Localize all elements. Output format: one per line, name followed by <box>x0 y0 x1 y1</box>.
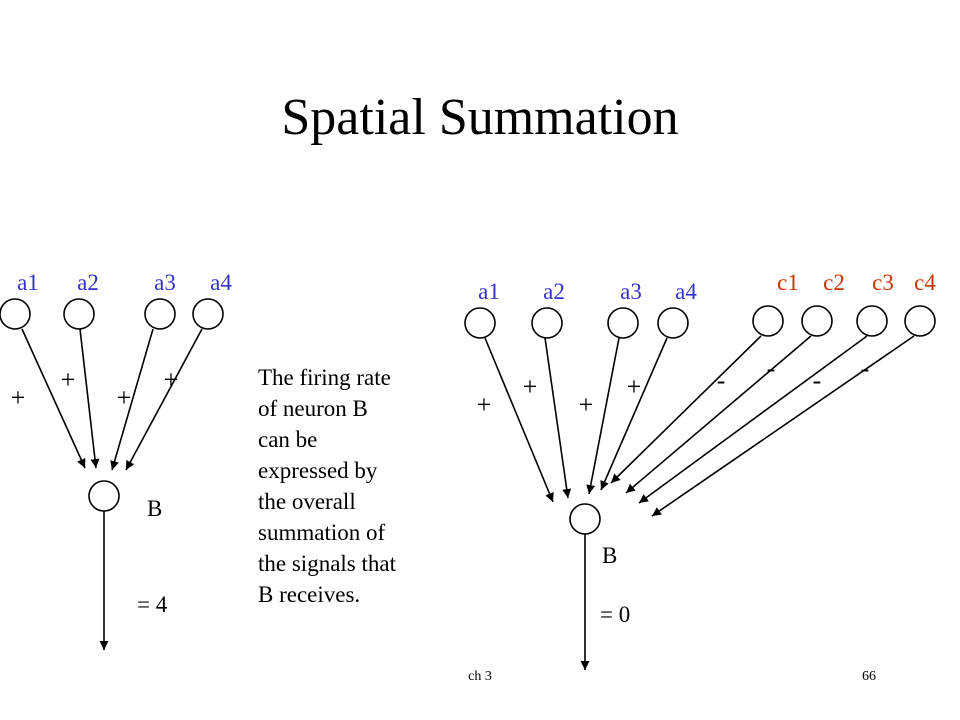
neuron-c2 <box>801 305 833 337</box>
neuron-label-c3: c3 <box>872 270 894 295</box>
neuron-label-a3: a3 <box>154 270 176 295</box>
neuron-label-c2: c2 <box>823 270 845 295</box>
neuron-a2 <box>63 298 95 330</box>
neuron-label-a2: a2 <box>77 270 99 295</box>
neuron-label-b: B <box>147 496 162 521</box>
description-line: expressed by <box>258 458 378 483</box>
sign-minus: - <box>717 366 726 395</box>
neuron-a1 <box>0 298 31 330</box>
synapse-arrow <box>21 328 86 469</box>
neuron-b <box>88 480 120 512</box>
neuron-label-a3: a3 <box>620 279 642 304</box>
sign-plus: + <box>477 390 492 419</box>
synapse-arrow <box>651 335 915 517</box>
sign-plus: + <box>117 383 132 412</box>
footer-page-number: 66 <box>862 669 876 684</box>
footer-chapter: ch 3 <box>468 669 492 684</box>
synapse-arrow <box>79 328 100 469</box>
description-line: B receives. <box>258 582 361 607</box>
neuron-label-a4: a4 <box>210 270 232 295</box>
neuron-b <box>569 503 601 535</box>
synapse-arrow <box>638 335 868 504</box>
sign-minus: - <box>767 354 776 383</box>
neuron-label-b: B <box>602 543 617 568</box>
neuron-c4 <box>904 305 936 337</box>
neuron-a3 <box>607 307 639 339</box>
left-network: a1 a2 a3 a4 + + + + B = 4 <box>0 270 232 650</box>
sign-minus: - <box>861 354 870 383</box>
sign-plus: + <box>523 372 538 401</box>
description-line: of neuron B <box>258 396 368 421</box>
sign-plus: + <box>579 390 594 419</box>
result-value: = 4 <box>137 592 168 617</box>
sign-plus: + <box>61 365 76 394</box>
description-line: The firing rate <box>258 365 391 390</box>
result-value: = 0 <box>600 602 630 627</box>
neuron-a4 <box>657 307 689 339</box>
synapse-arrow <box>600 337 668 491</box>
synapse-arrow <box>544 337 572 499</box>
neuron-a1 <box>464 307 496 339</box>
neuron-a4 <box>192 298 224 330</box>
description-line: can be <box>258 427 318 452</box>
synapse-arrow <box>110 328 154 471</box>
neuron-label-a1: a1 <box>17 270 39 295</box>
neuron-c1 <box>752 305 784 337</box>
sign-minus: - <box>813 366 822 395</box>
neuron-c3 <box>856 305 888 337</box>
synapse-arrow <box>125 328 203 471</box>
description-line: summation of <box>258 520 386 545</box>
sign-plus: + <box>164 365 179 394</box>
synapse-arrow <box>610 335 762 484</box>
synapse-arrow <box>484 337 554 503</box>
neuron-label-c1: c1 <box>777 270 799 295</box>
synapse-arrow <box>625 335 812 494</box>
sign-plus: + <box>11 383 26 412</box>
description-line: the signals that <box>258 551 396 576</box>
right-network: a1 a2 a3 a4 c1 c2 c3 c4 + + + + - - - - … <box>464 270 936 670</box>
neuron-label-c4: c4 <box>914 270 936 295</box>
neuron-label-a2: a2 <box>543 279 565 304</box>
neuron-label-a4: a4 <box>675 279 697 304</box>
neuron-a2 <box>531 307 563 339</box>
neuron-label-a1: a1 <box>478 279 500 304</box>
description-text: The firing rate of neuron B can be expre… <box>258 362 458 610</box>
slide-title: Spatial Summation <box>281 89 679 146</box>
description-line: the overall <box>258 489 356 514</box>
neuron-a3 <box>144 298 176 330</box>
sign-plus: + <box>627 372 642 401</box>
synapse-arrow <box>586 337 620 495</box>
